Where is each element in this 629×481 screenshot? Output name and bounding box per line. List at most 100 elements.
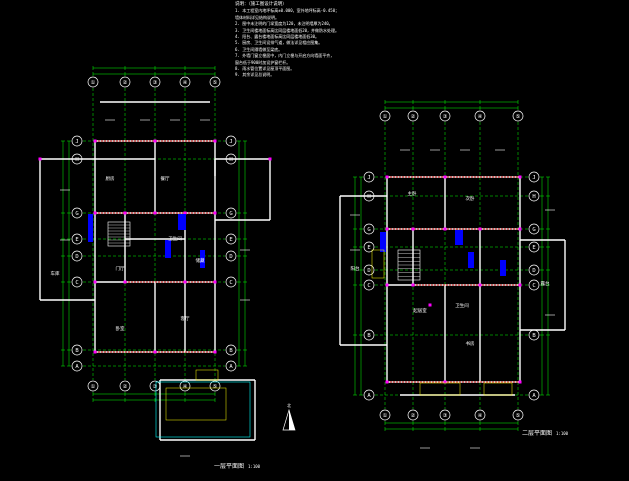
- first-floor-right-axis-3-label: G: [229, 211, 232, 217]
- first-floor-bottom-axis-1-label: ①: [91, 383, 96, 390]
- note-line-2: 墙体材料详见结构说明。: [235, 14, 279, 20]
- second-floor-left-axis-1-circle: [363, 171, 375, 183]
- second-floor-yellow-2: [371, 249, 385, 279]
- first-floor-wall-fill-1: [178, 214, 186, 230]
- second-floor-right-axis-2-circle: [528, 190, 540, 202]
- first-floor-right-axis-1-circle: [225, 135, 237, 147]
- first-floor-room-label-5: 车库: [51, 270, 60, 277]
- second-floor-left-axis-7-circle: [363, 329, 375, 341]
- second-floor-top-axis-2-label: ②: [411, 113, 416, 120]
- second-floor-right-axis-1-circle: [528, 171, 540, 183]
- second-floor-column-2: [518, 175, 522, 179]
- first-floor-right-axis-4-circle: [225, 233, 237, 245]
- first-floor-right-axis-3-circle: [225, 207, 237, 219]
- first-floor-wall-fill-3: [200, 250, 205, 268]
- note-line-11: 9. 其余详见总说明。: [235, 72, 275, 78]
- first-floor-left-axis-3-circle: [71, 207, 83, 219]
- note-line-6: 5. 厨房、卫生间设排气道，做法详见相应图集。: [235, 40, 323, 46]
- note-line-7: 6. 卫生间隔墙做至梁底。: [235, 46, 283, 52]
- second-floor-column-10: [478, 283, 482, 287]
- first-floor-column-6: [183, 211, 187, 215]
- first-floor-room-label-2: 客厅: [181, 315, 190, 322]
- second-floor-bottom-axis-5-label: ⑤: [516, 412, 521, 419]
- first-floor-left-axis-8-circle: [71, 360, 83, 372]
- first-floor-column-3: [93, 211, 97, 215]
- first-floor-right-axis-5-label: D: [229, 254, 232, 260]
- first-floor-right-axis-8-label: A: [229, 364, 233, 370]
- second-floor-column-7: [518, 227, 522, 231]
- first-floor-wall-fill-0: [88, 214, 93, 242]
- second-floor-bottom-axis-1-label: ①: [383, 412, 388, 419]
- second-floor-bottom-axis-2-label: ②: [411, 412, 416, 419]
- first-floor-right-axis-6-circle: [225, 276, 237, 288]
- first-floor-column-7: [213, 211, 217, 215]
- second-floor-room-label-2: 书房: [466, 340, 475, 347]
- second-floor-room-label-3: 卫生间: [455, 302, 469, 309]
- first-floor-column-1: [153, 139, 157, 143]
- first-floor-room-label-6: 储藏: [196, 257, 205, 264]
- note-line-3: 2. 图中未注明的门垛宽度为120，未注明墙厚为240。: [235, 21, 333, 27]
- second-floor-left-axis-7-label: B: [367, 333, 371, 339]
- first-floor-room-label-1: 餐厅: [161, 175, 170, 182]
- first-floor-yellow-1: [195, 369, 219, 381]
- note-line-5: 4. 阳台、露台楼地面标高比同层楼地面低30。: [235, 34, 320, 40]
- second-floor-top-axis-4-label: ④: [478, 113, 483, 120]
- second-floor-bottom-axis-3-label: ③: [443, 412, 448, 419]
- first-floor-room-label-4: 卫生间: [168, 235, 182, 242]
- first-floor-wall-fill-2: [165, 240, 171, 258]
- first-floor-left-axis-2-label: H: [75, 157, 78, 163]
- second-floor-column-11: [518, 283, 522, 287]
- first-floor-column-2: [213, 139, 217, 143]
- first-floor-bottom-axis-2-label: ②: [123, 383, 128, 390]
- second-floor-top-axis-5-label: ⑤: [516, 113, 521, 120]
- second-floor-bottom-axis-1-circle: [379, 409, 391, 421]
- first-floor-title-text: 一层平面图: [214, 463, 245, 470]
- second-floor-left-axis-6-label: C: [367, 283, 370, 289]
- north-label: 北: [287, 402, 291, 408]
- first-floor-top-axis-4-label: ④: [183, 79, 188, 86]
- second-floor-left-axis-8-label: A: [367, 393, 371, 399]
- first-floor-room-label-7: 门厅: [116, 265, 125, 272]
- second-floor-right-axis-8-circle: [528, 389, 540, 401]
- second-floor-right-axis-7-label: B: [532, 333, 536, 339]
- second-floor-column-13: [443, 380, 447, 384]
- second-floor-room-label-1: 次卧: [466, 195, 475, 202]
- second-floor-top-axis-1-label: ①: [383, 113, 388, 120]
- first-floor-bottom-axis-4-label: ④: [183, 383, 188, 390]
- second-floor-column-9: [411, 283, 415, 287]
- second-floor-right-axis-5-circle: [528, 264, 540, 276]
- first-floor-left-axis-6-circle: [71, 276, 83, 288]
- note-line-1: 1. 本工程室内地坪标高±0.000，室外地坪标高-0.450；: [235, 8, 340, 14]
- first-floor-bottom-axis-5-circle: [209, 380, 221, 392]
- first-floor-bottom-axis-5-label: ⑤: [213, 383, 218, 390]
- second-floor-top-axis-5-circle: [512, 110, 524, 122]
- second-floor-room-label-5: 阳台: [351, 265, 360, 272]
- note-line-9: 窗台低于900时加设护窗栏杆。: [235, 59, 291, 65]
- second-floor-column-4: [411, 227, 415, 231]
- second-floor-left-axis-3-circle: [363, 223, 375, 235]
- second-floor-left-axis-4-circle: [363, 241, 375, 253]
- second-floor-top-axis-3-circle: [439, 110, 451, 122]
- second-floor-left-axis-2-label: H: [367, 194, 370, 200]
- first-floor-left-axis-1-circle: [71, 135, 83, 147]
- first-floor-top-axis-5-circle: [209, 76, 221, 88]
- first-floor-bottom-axis-3-label: ③: [153, 383, 158, 390]
- second-floor-column-6: [478, 227, 482, 231]
- second-floor-column-0: [385, 175, 389, 179]
- second-floor-bottom-axis-4-label: ④: [478, 412, 483, 419]
- second-floor-scale: 1:100: [556, 431, 569, 436]
- notes-title: 说明：（施工图设计说明）: [235, 2, 287, 7]
- second-floor-column-15: [428, 303, 432, 307]
- first-floor-left-axis-4-label: E: [75, 237, 78, 243]
- second-floor-bottom-axis-2-circle: [407, 409, 419, 421]
- second-floor-top-axis-3-label: ③: [443, 113, 448, 120]
- second-floor-right-axis-6-circle: [528, 279, 540, 291]
- second-floor-column-5: [443, 227, 447, 231]
- first-floor-column-9: [123, 280, 127, 284]
- second-floor-right-axis-5-label: D: [532, 268, 535, 274]
- second-floor-bottom-axis-5-circle: [512, 409, 524, 421]
